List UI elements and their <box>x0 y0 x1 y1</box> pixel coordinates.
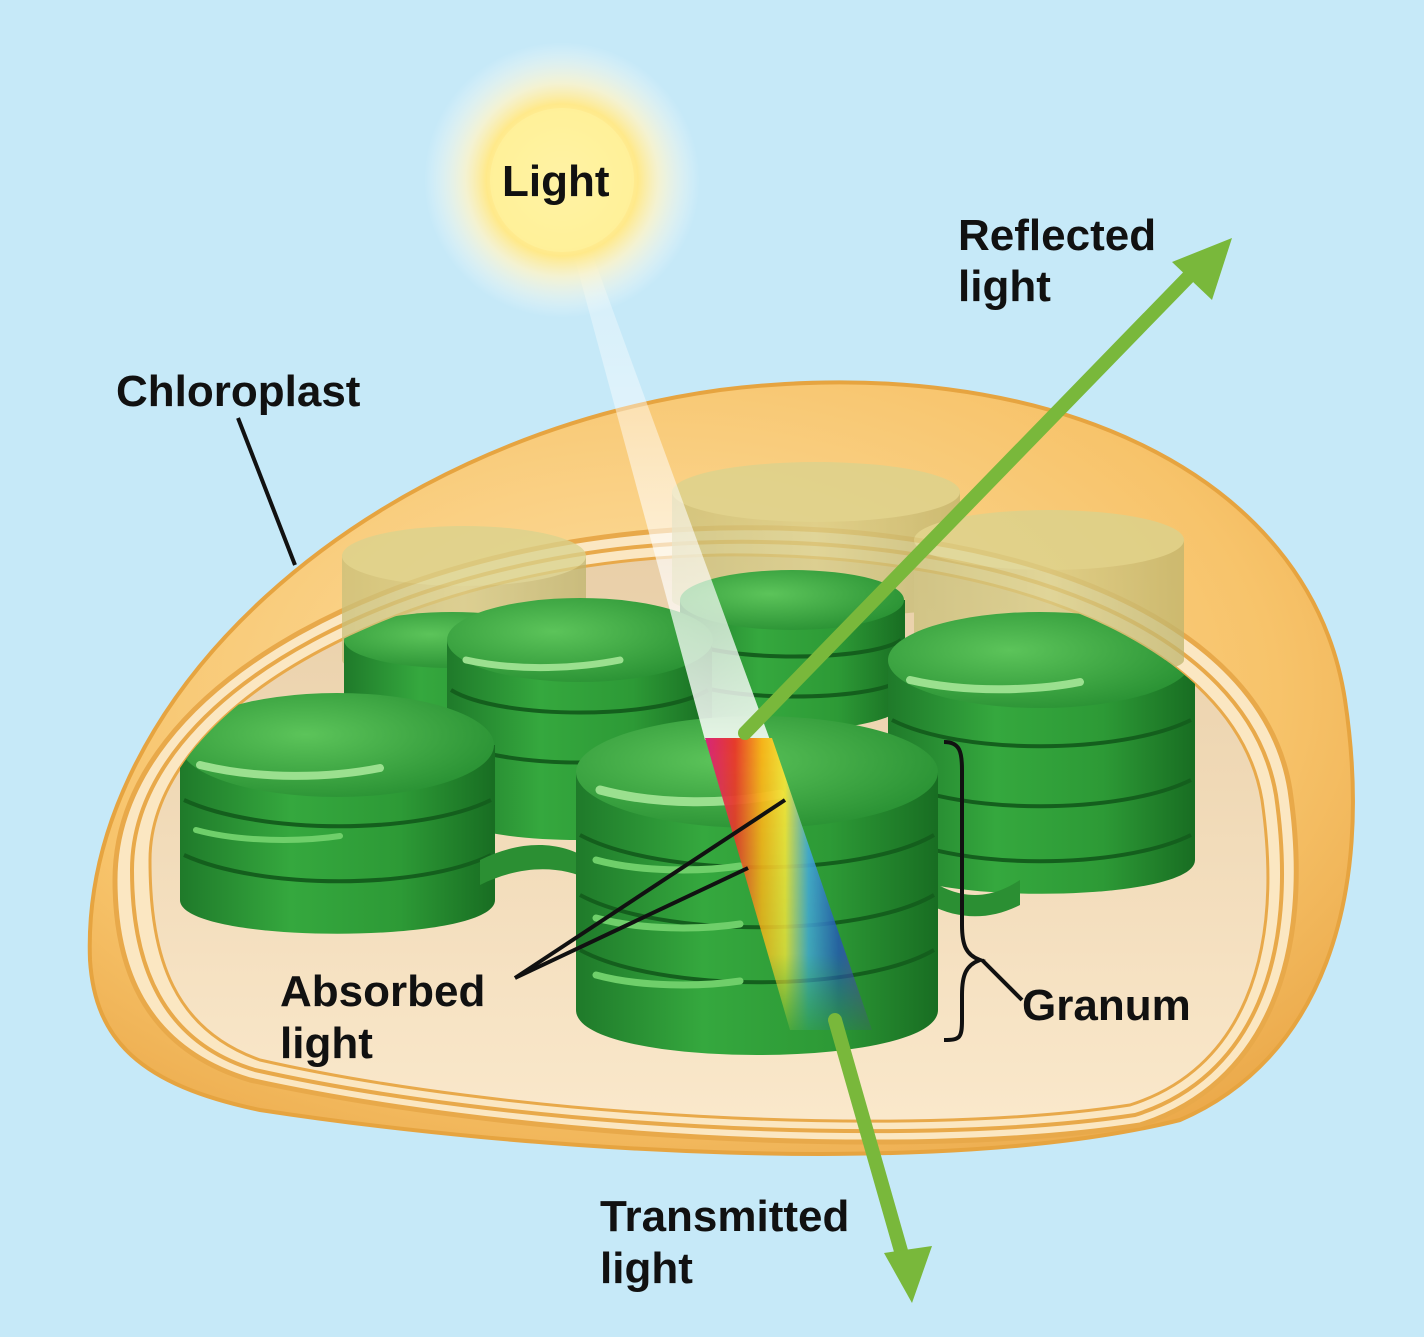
light-label: Light <box>502 157 610 206</box>
absorbed-label-line1: Absorbed <box>280 967 485 1016</box>
reflected-label-line2: light <box>958 262 1051 311</box>
granum-label: Granum <box>1022 981 1191 1030</box>
chloroplast-label: Chloroplast <box>116 367 361 416</box>
transmitted-label-line1: Transmitted <box>600 1192 849 1241</box>
granum-left <box>180 693 495 934</box>
transmitted-label-line2: light <box>600 1244 693 1293</box>
reflected-label-line1: Reflected <box>958 211 1156 260</box>
absorbed-label-line2: light <box>280 1019 373 1068</box>
